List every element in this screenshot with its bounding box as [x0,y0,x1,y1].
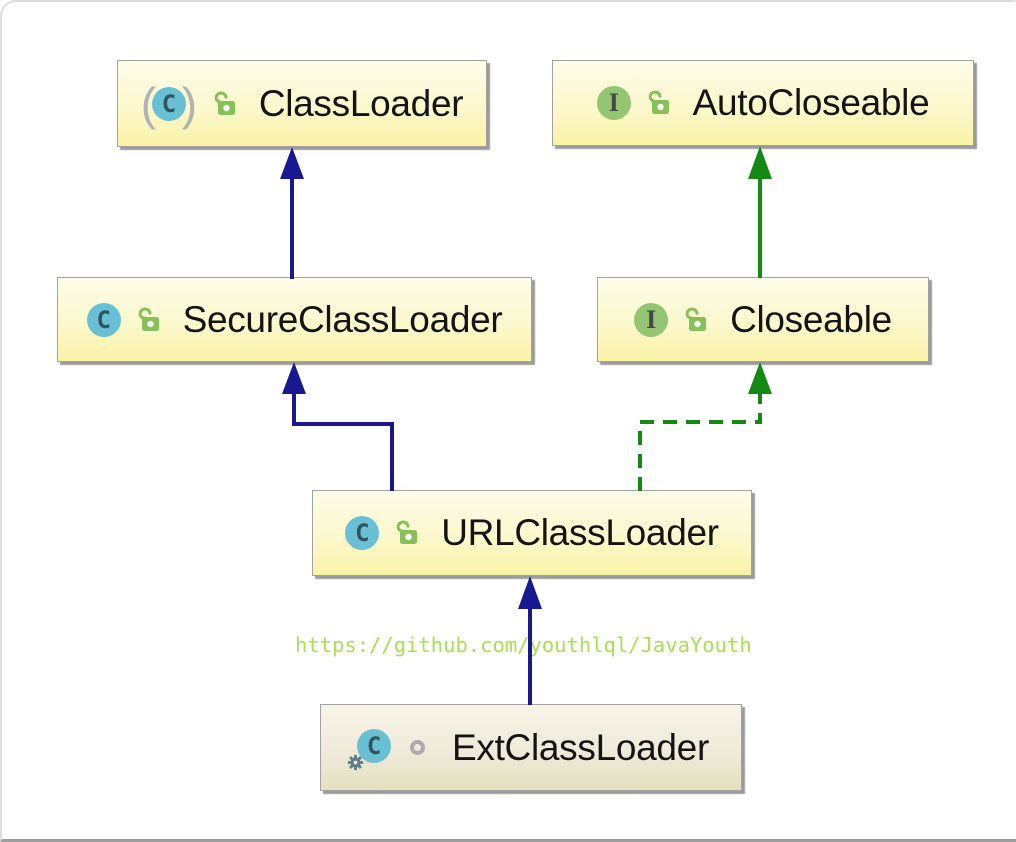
node-extclassloader[interactable]: C ExtClassLoader [320,704,742,791]
interface-icon: I [596,86,631,120]
class-letter: C [357,728,391,763]
node-secureclassloader[interactable]: C SecureClassLoader [57,277,532,362]
node-autocloseable[interactable]: I AutoCloseable [552,60,974,146]
static-gear-icon [347,754,364,770]
node-label: ClassLoader [258,82,464,124]
class-icon: C [345,516,380,550]
node-label: ExtClassLoader [452,726,709,768]
edge-line-dashed [638,393,762,491]
node-classloader[interactable]: ( C ) ClassLoader [117,60,487,147]
node-label: AutoCloseable [692,82,930,123]
edge-closeable-extends-autocloseable[interactable] [748,146,772,278]
public-lock-icon [396,520,418,544]
node-label: URLClassLoader [441,512,719,553]
extends-arrowhead [748,146,772,179]
abstract-paren-right: ) [181,77,197,130]
edge-secureclassloader-extends-classloader[interactable] [280,147,304,279]
public-lock-icon [138,307,159,331]
class-letter: C [151,86,186,121]
edge-urlclassloader-implements-closeable[interactable] [638,362,772,491]
static-class-icon: C [347,728,391,770]
node-closeable[interactable]: I Closeable [597,277,929,362]
public-lock-icon [648,90,669,114]
public-lock-icon [685,307,707,331]
abstract-paren-left: ( [140,77,156,130]
edge-urlclassloader-extends-secureclassloader[interactable] [282,362,394,491]
watermark-url: https://github.com/youthlql/JavaYouth [295,633,752,657]
extends-arrowhead [282,362,306,394]
node-label: Closeable [730,298,892,340]
package-private-icon [410,740,425,755]
public-lock-icon [214,91,235,115]
node-label: SecureClassLoader [182,298,503,340]
edge-line [292,393,394,491]
extends-arrowhead [280,147,304,179]
interface-icon: I [634,302,669,337]
implements-arrowhead [748,362,772,394]
extends-arrowhead [518,576,542,609]
abstract-class-icon: ( C ) [141,81,197,127]
node-urlclassloader[interactable]: C URLClassLoader [312,490,752,576]
class-icon: C [86,302,121,337]
